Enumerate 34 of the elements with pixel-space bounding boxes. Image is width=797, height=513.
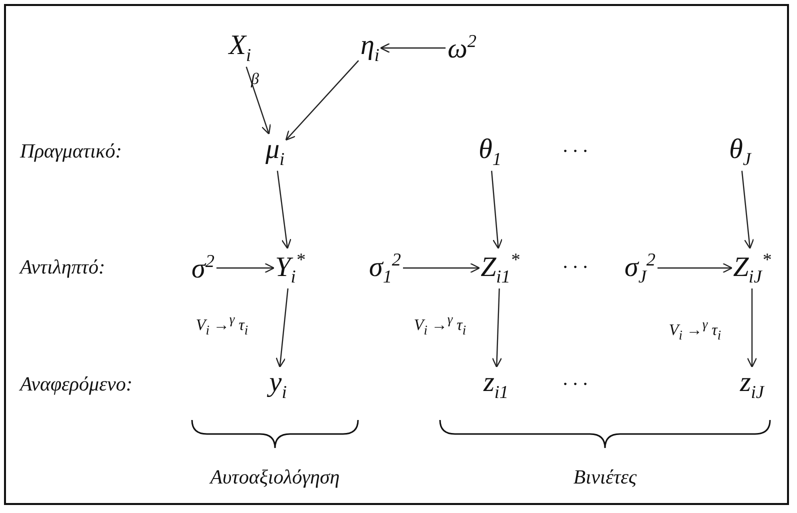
arrow <box>276 288 288 368</box>
math-symbol: θ$_{1}$ <box>478 135 502 169</box>
arrow <box>658 262 733 274</box>
math-symbol: X$_{i}$ <box>228 31 252 65</box>
group-label: Αυτοαξιολόγηση <box>210 466 340 490</box>
arrow <box>380 42 446 54</box>
math-symbol: η$_{i}$ <box>360 31 380 65</box>
row-label: Πραγματικό: <box>20 140 122 164</box>
ellipsis: · · · <box>562 256 588 280</box>
group-label: Βινιέτες <box>573 466 637 490</box>
ellipsis: · · · <box>562 140 588 164</box>
arrow <box>491 170 503 250</box>
row-label: Αναφερόμενο: <box>20 374 132 396</box>
arrow <box>285 60 359 141</box>
arrow <box>403 262 480 274</box>
math-symbol: y$_{i}$ <box>269 368 287 402</box>
math-symbol: z$_{i1}$ <box>483 368 509 402</box>
edge-label: V$_{i}$ →$^{γ}$ τ$_{i}$ <box>414 312 466 338</box>
arrow <box>492 288 502 368</box>
edge-label: V$_{i}$ →$^{γ}$ τ$_{i}$ <box>196 312 248 338</box>
arrow <box>216 262 275 274</box>
row-label: Αντιληπτό: <box>20 256 106 280</box>
edge-label: V$_{i}$ →$^{γ}$ τ$_{i}$ <box>668 316 722 344</box>
math-symbol: μ$_{i}$ <box>265 135 285 169</box>
arrow <box>276 170 292 249</box>
math-symbol: σ$^{2}$ <box>192 250 214 286</box>
arrow <box>741 170 754 249</box>
ellipsis: · · · <box>562 374 588 396</box>
math-symbol: z$_{iJ}$ <box>740 368 764 402</box>
math-symbol: θ$_{J}$ <box>729 135 751 169</box>
arrow <box>246 66 271 135</box>
math-symbol: ω$^{2}$ <box>448 30 476 66</box>
arrow <box>746 288 758 368</box>
edge-label: β <box>251 71 259 89</box>
